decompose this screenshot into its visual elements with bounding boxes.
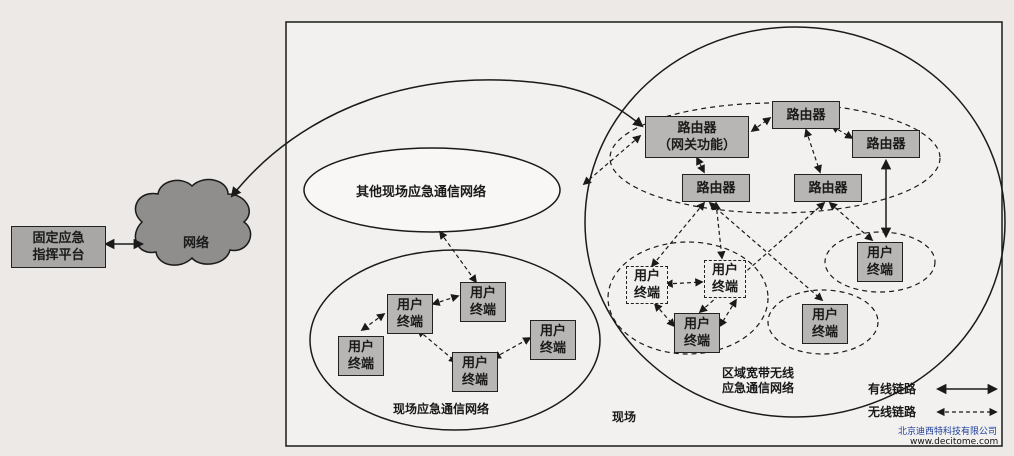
wired-link-cloud-gateway: [230, 79, 644, 198]
network-cloud-label: 网络: [183, 236, 210, 251]
wireless-link: [653, 302, 676, 328]
network-cloud-shape: [134, 178, 252, 266]
wireless-link: [416, 328, 458, 364]
site-label: 现场: [612, 410, 637, 424]
wireless-link: [431, 294, 460, 306]
wireless-link: [664, 278, 704, 288]
user-terminal: 用户 终端: [460, 282, 506, 322]
user-terminal: 用户 终端: [802, 304, 848, 344]
user-terminal: 用户 终端: [857, 242, 903, 282]
legend-wireless-label: 无线链路: [868, 405, 917, 419]
user-terminal: 用户 终端: [387, 294, 433, 334]
legend-wired-label: 有线链路: [868, 382, 917, 396]
other-network-label: 其他现场应急通信网络: [356, 185, 487, 200]
user-terminal: 用户 终端: [338, 336, 384, 376]
watermark-company: 北京迪西特科技有限公司: [898, 427, 998, 437]
regional-network-label: 区域宽带无线 应急通信网络: [722, 366, 795, 395]
router-gateway: 路由器 （网关功能）: [645, 116, 749, 158]
fixed-command-platform: 固定应急 指挥平台: [11, 226, 106, 268]
user-terminal-dashed: 用户 终端: [626, 266, 668, 304]
router-right: 路由器: [852, 130, 920, 158]
wireless-link: [582, 134, 642, 186]
wireless-link: [696, 156, 705, 174]
wireless-link: [719, 298, 737, 328]
wireless-link: [360, 313, 386, 331]
router-mid-left: 路由器: [682, 174, 750, 202]
router-mid-right: 路由器: [794, 174, 862, 202]
router-top: 路由器: [772, 101, 840, 129]
wireless-link: [750, 117, 772, 132]
user-terminal: 用户 终端: [530, 320, 576, 360]
user-terminal: 用户 终端: [674, 313, 720, 353]
onsite-network-label: 现场应急通信网络: [393, 402, 490, 416]
watermark-url: www.decitome.com: [910, 437, 999, 447]
wireless-link: [804, 128, 822, 174]
user-terminal-dashed: 用户 终端: [704, 260, 746, 298]
wireless-link: [439, 230, 477, 284]
regional-network-circle: [584, 26, 1006, 418]
user-terminal: 用户 终端: [452, 352, 498, 392]
wireless-link: [828, 201, 874, 242]
